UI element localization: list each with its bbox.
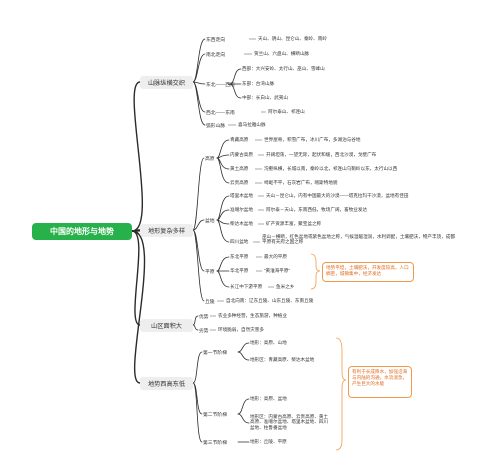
- plain-3[interactable]: 长江中下游平原: [230, 284, 263, 289]
- step-3-landform: 地形：丘陵、平原: [250, 439, 287, 444]
- mountain-ne-middle: 中部：长白山、武夷山: [242, 95, 288, 100]
- step-2[interactable]: 第二节阶梯: [203, 413, 227, 418]
- step-1-landform: 地形：高原、山地: [250, 340, 287, 345]
- mountain-ne[interactable]: 东北——西南: [206, 83, 235, 88]
- mountain-ns[interactable]: 南北走向: [206, 53, 226, 58]
- basin-4-value: 巫山－横断，红色盆地或紫色盆地之称，气候温暖湿润，水利调配，土壤肥沃，物产丰饶，…: [262, 234, 455, 245]
- plain-note: 地势平坦，土壤肥沃，开发度较高，人口稠密，城镇集中，经济发达: [322, 262, 414, 282]
- step-1[interactable]: 第一节阶梯: [203, 351, 227, 356]
- terrain-hill[interactable]: 丘陵: [205, 300, 215, 305]
- basin-2[interactable]: 准噶尔盆地: [230, 207, 253, 212]
- basin-1[interactable]: 塔里木盆地: [230, 193, 253, 198]
- mountain-ns-value: 贺兰山、六盘山、横断山脉: [254, 51, 310, 56]
- mountain-ew[interactable]: 东西走向: [206, 38, 226, 43]
- step-1-regions: 地形区：青藏高原、柴达木盆地: [250, 357, 315, 362]
- terrain-plateau[interactable]: 高原: [205, 157, 215, 162]
- slope-note: 有利于长成降水，加强沿海与内陆的沟通，水流湍急，产生巨大的水能: [348, 366, 412, 398]
- plateau-2-value: 开阔坦荡，一望无际，起伏和缓，西北沙漠，戈壁广布: [266, 152, 377, 157]
- basin-3-value: 矿产资源丰富，聚宝盆之称: [266, 221, 322, 226]
- branch-terrain[interactable]: 地形复杂多样: [140, 224, 193, 237]
- area-disadvantage-value: 环境脆弱，自然灾害多: [218, 327, 264, 332]
- mountain-ne-east: 东部：台湾山脉: [242, 81, 275, 86]
- plain-3-value: 鱼米之乡: [276, 284, 295, 289]
- area-disadvantage[interactable]: 劣势: [199, 329, 209, 334]
- branch-slope[interactable]: 地势西高东低: [140, 377, 193, 390]
- mountain-ew-value: 天山、阴山、昆仑山、秦岭、南岭: [258, 36, 327, 41]
- plateau-1[interactable]: 青藏高原: [230, 137, 249, 142]
- basin-2-value: 阿尔泰－天山，东南西低，牧场广阔，畜牧业发达: [266, 207, 368, 212]
- mountain-nw-value: 阿尔泰山、祁连山: [268, 109, 305, 114]
- branch-mountain-area[interactable]: 山区面积大: [140, 319, 193, 332]
- basin-3[interactable]: 柴达木盆地: [230, 221, 253, 226]
- basin-1-value: 天山－昆仑山，内有中国最大的沙漠——塔克拉玛干沙漠，盆地有佳田: [266, 193, 409, 198]
- plain-2-value: “黄淮海平原”: [264, 268, 291, 273]
- plateau-4-value: 崎岖不平，石灰岩广布，喀斯特地貌: [264, 180, 338, 185]
- terrain-basin[interactable]: 盆地: [205, 219, 215, 224]
- plain-1[interactable]: 东北平原: [230, 254, 249, 259]
- basin-4[interactable]: 四川盆地: [230, 239, 249, 244]
- area-advantage[interactable]: 优势: [199, 315, 209, 320]
- plain-2[interactable]: 华北平原: [230, 268, 249, 273]
- plain-1-value: 最大的平原: [264, 254, 287, 259]
- plateau-1-value: 世界屋脊，积雪广布，冰川广布，多湖泊与谷地: [264, 137, 361, 142]
- root-topic[interactable]: 中国的地形与地势: [32, 223, 132, 240]
- step-2-landform: 地形：高原、盆地: [250, 396, 287, 401]
- step-2-regions: 地形区：内蒙古高原、云贵高原、黄土高原、准噶尔盆地、塔里木盆地、四川盆地、柱鲁番…: [250, 414, 329, 430]
- branch-mountains[interactable]: 山脉纵横交织: [140, 76, 193, 89]
- terrain-plain[interactable]: 平原: [205, 270, 215, 275]
- plateau-4[interactable]: 云贵高原: [230, 180, 249, 185]
- area-advantage-value: 农业多种经营，生态旅游，种植业: [218, 313, 287, 318]
- mountain-arc[interactable]: 弧形山脉: [206, 124, 226, 129]
- plateau-2[interactable]: 内蒙古高原: [230, 152, 253, 157]
- plateau-3[interactable]: 黄土高原: [230, 166, 249, 171]
- plateau-3-value: 沟壑纵横，长城以南，秦岭以北，祁连山乌鞘岭以东，太行山以西: [264, 166, 398, 171]
- mountain-nw[interactable]: 西北——东南: [206, 111, 235, 116]
- hill-value: 自北向南：辽东丘陵、山东丘陵、东南丘陵: [226, 298, 314, 303]
- mountain-ne-west: 西部：大兴安岭、太行山、巫山、雪峰山: [242, 66, 325, 71]
- step-3[interactable]: 第三节阶梯: [203, 441, 227, 446]
- mountain-arc-value: 喜马拉雅山脉: [238, 122, 266, 127]
